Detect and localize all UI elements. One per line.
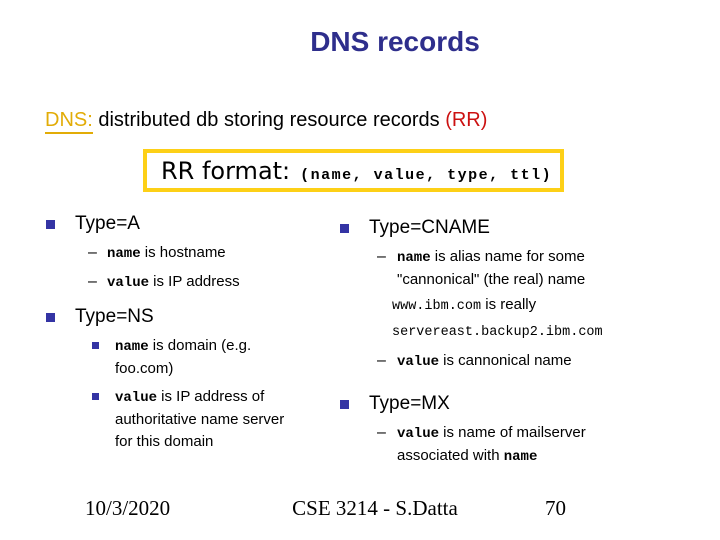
rr-format-tuple: (name, value, type, ttl) xyxy=(300,167,553,184)
cname-example-note: www.ibm.com is really servereast.backup2… xyxy=(392,294,603,344)
hostname-example: www.ibm.com xyxy=(392,299,482,314)
footer-page-number: 70 xyxy=(545,496,566,520)
keyword-name: name xyxy=(115,339,149,355)
type-cname-item-name-text: name is alias name for some "cannonical"… xyxy=(397,246,585,291)
rr-format-box: RR format: (name, value, type, ttl) xyxy=(143,149,564,192)
intro-text: distributed db storing resource records xyxy=(92,109,446,131)
bullet-square-icon xyxy=(46,219,55,229)
item-text: for this domain xyxy=(115,433,214,450)
keyword-value: value xyxy=(107,275,150,291)
keyword-value: value xyxy=(397,354,440,370)
type-a-item-name-text: name is hostname xyxy=(107,242,226,265)
item-text: is alias name for some xyxy=(430,248,585,265)
type-a-item-name: – name is hostname xyxy=(46,242,240,265)
type-cname-item-name: – name is alias name for some "cannonica… xyxy=(340,246,603,291)
note-text: is really xyxy=(481,296,537,313)
footer-date: 10/3/2020 xyxy=(85,496,171,520)
item-text: is cannonical name xyxy=(439,352,572,369)
type-ns-item-name: name is domain (e.g. foo.com) xyxy=(46,335,284,380)
type-mx-item-value-text: value is name of mailserver associated w… xyxy=(397,422,586,468)
section-type-ns: Type=NS name is domain (e.g. foo.com) va… xyxy=(46,305,284,453)
type-ns-item-value: value is IP address of authoritative nam… xyxy=(46,386,284,453)
bullet-square-icon xyxy=(340,223,349,233)
type-a-heading-row: Type=A xyxy=(46,212,240,236)
item-text: "cannonical" (the real) name xyxy=(397,271,586,288)
item-text: authoritative name server xyxy=(115,411,285,428)
footer-course: CSE 3214 - S.Datta xyxy=(292,496,458,520)
bullet-square-small-icon xyxy=(92,335,115,380)
type-a-item-value: – value is IP address xyxy=(46,271,240,294)
dns-term: DNS: xyxy=(45,109,93,134)
item-text: is name of mailserver xyxy=(439,424,586,441)
type-ns-item-name-text: name is domain (e.g. foo.com) xyxy=(115,335,251,380)
type-mx-heading-row: Type=MX xyxy=(340,392,586,416)
keyword-value: value xyxy=(115,390,158,406)
bullet-square-icon xyxy=(340,399,349,409)
keyword-value: value xyxy=(397,426,440,442)
rr-abbreviation: (RR) xyxy=(445,109,488,131)
keyword-name: name xyxy=(397,250,431,266)
type-ns-heading-row: Type=NS xyxy=(46,305,284,329)
canonical-hostname-example: servereast.backup2.ibm.com xyxy=(392,325,603,340)
bullet-square-small-icon xyxy=(92,386,115,453)
type-mx-heading: Type=MX xyxy=(369,393,450,414)
type-a-item-value-text: value is IP address xyxy=(107,271,240,294)
keyword-name: name xyxy=(503,449,538,465)
section-type-mx: Type=MX – value is name of mailserver as… xyxy=(340,392,586,468)
type-cname-heading-row: Type=CNAME xyxy=(340,216,603,240)
item-text: foo.com) xyxy=(115,360,174,377)
item-text: associated with xyxy=(397,447,504,464)
slide-title: DNS records xyxy=(310,26,480,57)
section-type-a: Type=A – name is hostname – value is IP … xyxy=(46,212,240,294)
item-text: is hostname xyxy=(140,244,226,261)
type-ns-heading: Type=NS xyxy=(75,306,154,327)
type-cname-heading: Type=CNAME xyxy=(369,217,490,238)
type-mx-item-value: – value is name of mailserver associated… xyxy=(340,422,586,468)
bullet-square-icon xyxy=(46,312,55,322)
dash-marker: – xyxy=(377,352,386,369)
type-a-heading: Type=A xyxy=(75,213,140,234)
dash-marker: – xyxy=(377,424,386,441)
type-cname-item-value-text: value is cannonical name xyxy=(397,350,572,373)
dash-marker: – xyxy=(377,248,386,265)
item-text: is domain (e.g. xyxy=(148,337,252,354)
item-text: is IP address xyxy=(149,273,240,290)
dash-marker: – xyxy=(88,244,97,261)
section-type-cname: Type=CNAME – name is alias name for some… xyxy=(340,216,603,373)
item-text: is IP address of xyxy=(157,388,265,405)
type-ns-item-value-text: value is IP address of authoritative nam… xyxy=(115,386,284,453)
intro-line: DNS: distributed db storing resource rec… xyxy=(45,109,488,134)
type-cname-item-value: – value is cannonical name xyxy=(340,350,603,373)
rr-format-label: RR format: xyxy=(161,157,291,185)
dash-marker: – xyxy=(88,273,97,290)
keyword-name: name xyxy=(107,246,141,262)
